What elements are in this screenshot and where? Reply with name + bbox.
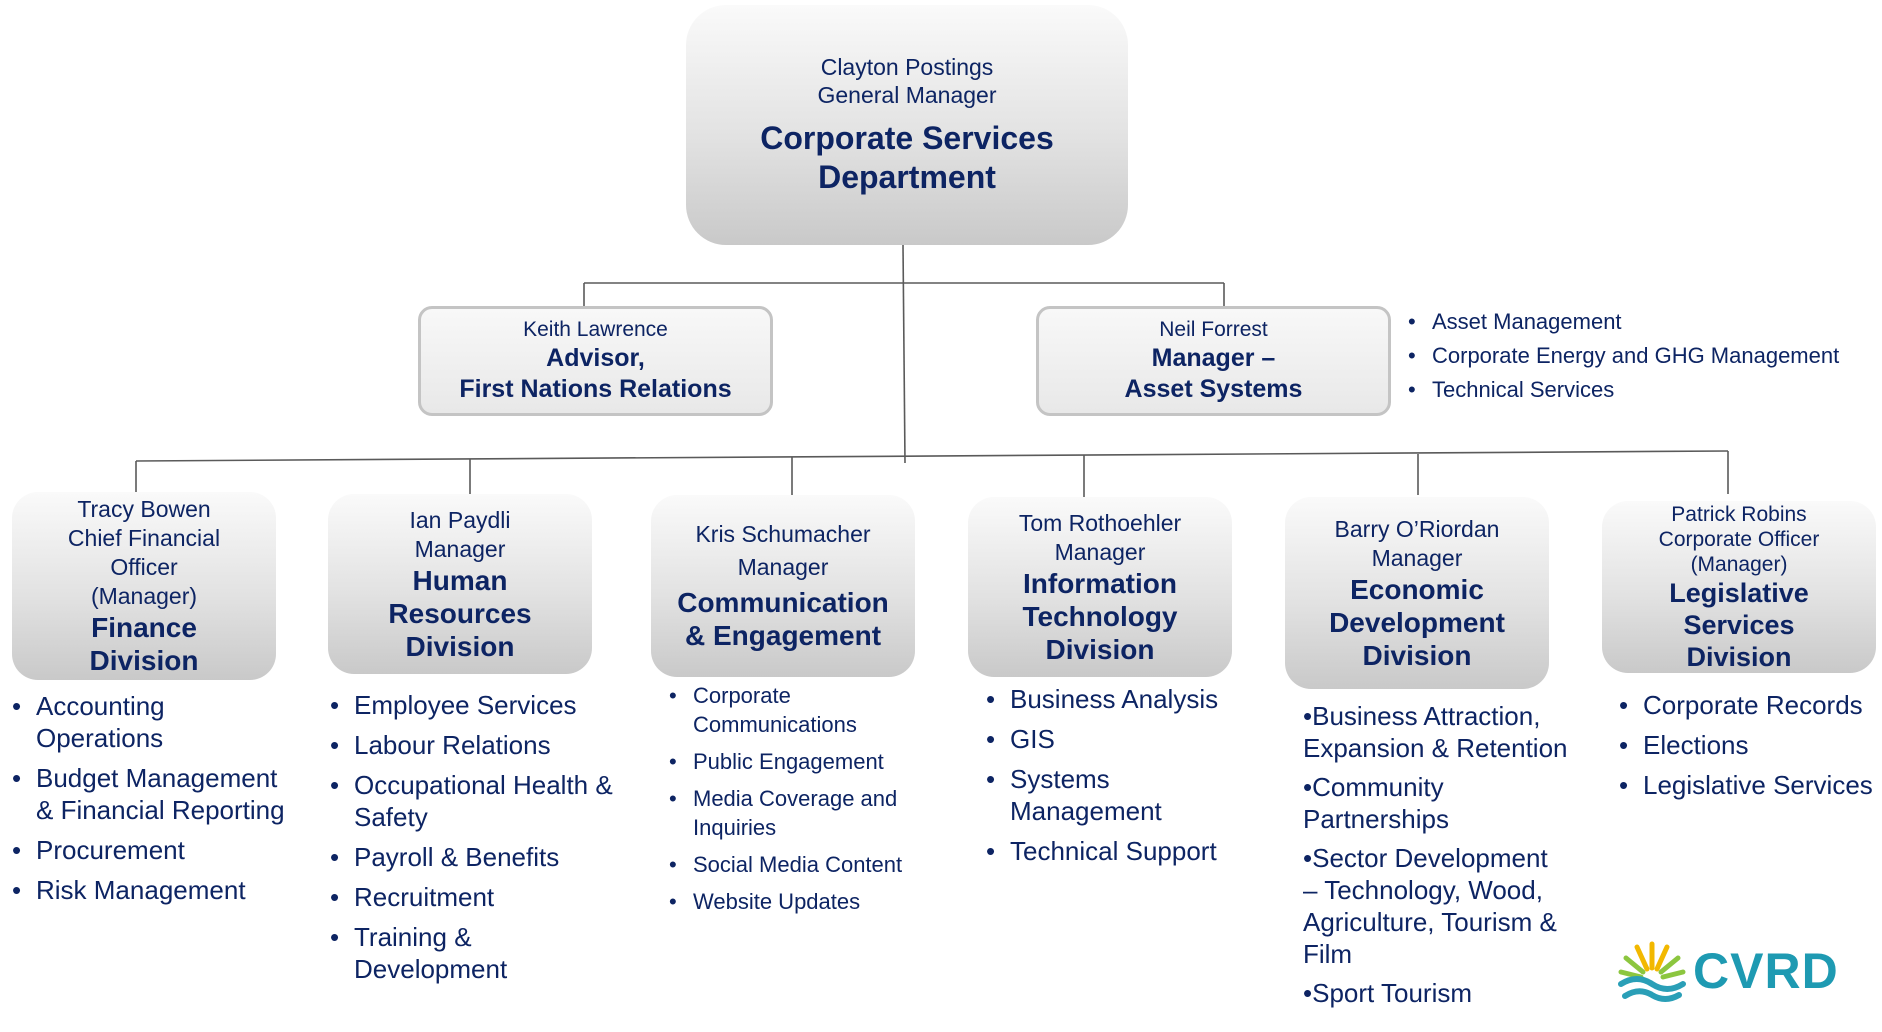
department-head-box: Clayton Postings General Manager Corpora… (686, 5, 1128, 245)
economic-development-division-box: Barry O’Riordan Manager Economic Develop… (1285, 497, 1549, 689)
communication-list: Corporate Communications Public Engageme… (667, 681, 937, 924)
division-title: Resources (388, 597, 532, 629)
division-manager-role: Chief Financial (67, 525, 221, 551)
list-item: Systems Management (984, 763, 1254, 827)
department-head-role: General Manager (817, 82, 997, 108)
list-item: Social Media Content (667, 850, 937, 879)
finance-list: Accounting Operations Budget Management … (10, 690, 295, 914)
division-manager-role: Officer (110, 554, 178, 580)
list-item: Recruitment (328, 881, 628, 913)
division-manager-name: Ian Paydli (409, 506, 511, 533)
asset-manager-name: Neil Forrest (1159, 318, 1268, 341)
asset-title-line1: Manager – (1151, 344, 1276, 372)
list-item: Legislative Services (1617, 769, 1879, 801)
list-item: Budget Management & Financial Reporting (10, 762, 295, 826)
list-item: Technical Support (984, 835, 1254, 867)
department-head-name: Clayton Postings (820, 54, 994, 80)
division-manager-name: Tom Rothoehler (1018, 509, 1182, 536)
division-title: Division (405, 630, 515, 662)
communication-division-box: Kris Schumacher Manager Communication & … (651, 495, 915, 677)
hr-division-box: Ian Paydli Manager Human Resources Divis… (328, 494, 592, 674)
advisor-title-line2: First Nations Relations (459, 375, 732, 403)
division-manager-role: Manager (737, 554, 829, 580)
list-item: Payroll & Benefits (328, 841, 628, 873)
division-title: Division (1045, 633, 1155, 665)
list-item: Technical Services (1406, 377, 1876, 403)
division-title: & Engagement (684, 620, 882, 651)
cvrd-logo-icon (1618, 941, 1686, 1002)
list-item: Public Engagement (667, 747, 937, 776)
department-title-line1: Corporate Services (760, 120, 1054, 156)
list-item: •Sector Development – Technology, Wood, … (1303, 843, 1557, 969)
advisor-name: Keith Lawrence (523, 318, 668, 341)
list-item: Procurement (10, 834, 295, 866)
list-item: Asset Management (1406, 309, 1876, 335)
division-manager-name: Barry O’Riordan (1334, 515, 1500, 542)
list-item: Risk Management (10, 874, 295, 906)
advisor-title-line1: Advisor, (546, 344, 645, 372)
division-manager-role: Manager (1054, 538, 1146, 565)
list-item: Labour Relations (328, 729, 628, 761)
division-manager-role: Corporate Officer (1658, 527, 1820, 551)
finance-division-box: Tracy Bowen Chief Financial Officer (Man… (12, 492, 276, 680)
list-item: •Community Partnerships (1303, 772, 1449, 834)
division-title: Services (1683, 609, 1795, 640)
economic-development-list: •Business Attraction, Expansion & Retent… (1303, 700, 1568, 1016)
list-item: •Sport Tourism (1303, 978, 1473, 1008)
division-manager-role: (Manager) (90, 583, 198, 609)
list-item: Accounting Operations (10, 690, 295, 754)
division-manager-role: Manager (414, 535, 506, 562)
list-item: Media Coverage and Inquiries (667, 784, 937, 842)
hr-list: Employee Services Labour Relations Occup… (328, 689, 628, 993)
legislative-list: Corporate Records Elections Legislative … (1617, 689, 1879, 809)
division-manager-name: Patrick Robins (1671, 502, 1807, 526)
division-manager-name: Kris Schumacher (695, 521, 871, 547)
division-manager-role: (Manager) (1690, 552, 1788, 576)
division-title: Division (1686, 641, 1792, 672)
division-title: Finance (91, 612, 197, 643)
department-title-line2: Department (818, 159, 996, 195)
division-manager-name: Tracy Bowen (77, 496, 211, 522)
legislative-division-box: Patrick Robins Corporate Officer (Manage… (1602, 501, 1876, 673)
list-item: GIS (984, 723, 1254, 755)
division-title: Economic (1350, 573, 1484, 605)
list-item: Employee Services (328, 689, 628, 721)
list-item: Elections (1617, 729, 1879, 761)
asset-systems-list: Asset Management Corporate Energy and GH… (1406, 309, 1876, 411)
list-item: Corporate Records (1617, 689, 1879, 721)
list-item: Training & Development (328, 921, 628, 985)
logo-text: CVRD (1693, 943, 1839, 999)
it-division-box: Tom Rothoehler Manager Information Techn… (968, 497, 1232, 677)
cvrd-logo: CVRD (1617, 938, 1839, 1008)
division-title: Development (1329, 606, 1505, 638)
it-list: Business Analysis GIS Systems Management… (984, 683, 1254, 875)
list-item: Corporate Energy and GHG Management (1406, 343, 1876, 369)
division-title: Legislative (1669, 577, 1809, 608)
division-title: Division (1362, 639, 1472, 671)
division-title: Communication (677, 587, 889, 618)
asset-title-line2: Asset Systems (1124, 375, 1303, 403)
advisor-box: Keith Lawrence Advisor, First Nations Re… (418, 306, 773, 416)
division-title: Human (412, 564, 508, 596)
list-item: Occupational Health & Safety (328, 769, 628, 833)
list-item: Website Updates (667, 887, 937, 916)
division-title: Technology (1022, 600, 1178, 632)
asset-systems-box: Neil Forrest Manager – Asset Systems (1036, 306, 1391, 416)
division-title: Division (89, 645, 199, 676)
list-item: •Business Attraction, Expansion & Retent… (1303, 701, 1568, 763)
division-manager-role: Manager (1371, 544, 1463, 571)
list-item: Business Analysis (984, 683, 1254, 715)
list-item: Corporate Communications (667, 681, 937, 739)
division-title: Information (1023, 567, 1177, 599)
